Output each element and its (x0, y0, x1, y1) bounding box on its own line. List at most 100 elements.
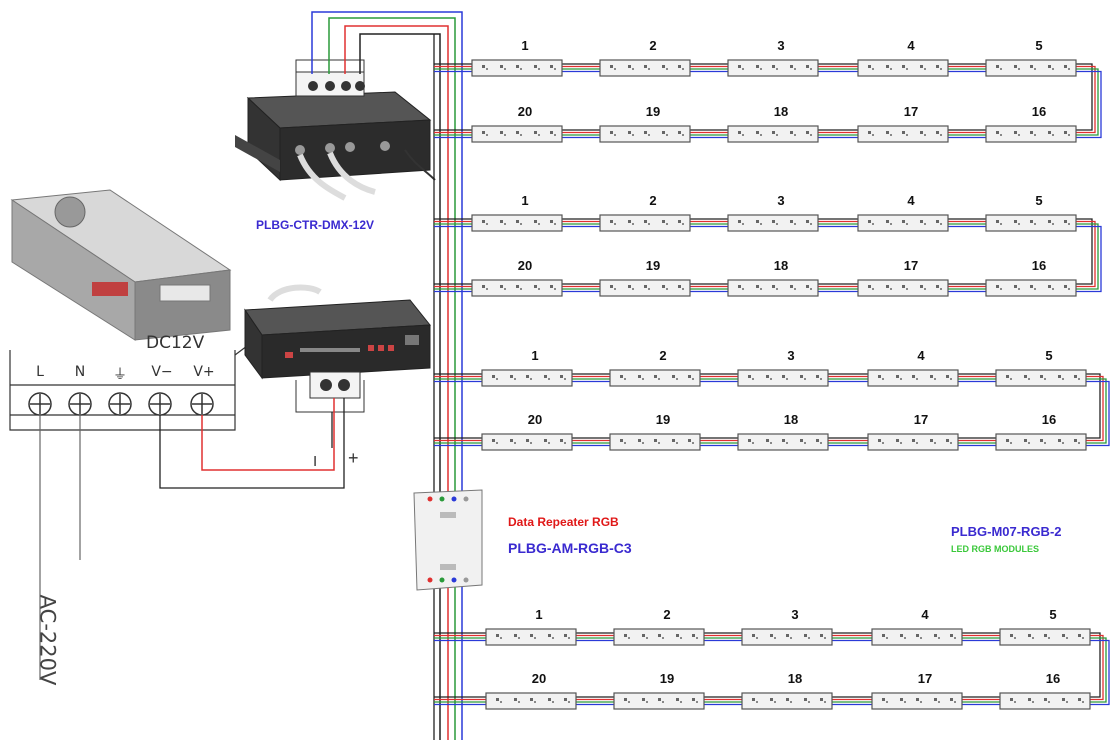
module-number-bottom: 16 (1041, 412, 1057, 427)
led-module-icon (999, 628, 1091, 646)
led-module-icon (867, 369, 959, 387)
led-module-icon (871, 692, 963, 710)
led-module-icon (471, 59, 563, 77)
module-number-bottom: 19 (659, 671, 675, 686)
module-number-top: 1 (535, 607, 543, 622)
led-module-icon (741, 628, 833, 646)
repeater-model-label: PLBG-AM-RGB-C3 (508, 540, 632, 556)
led-module-icon (471, 279, 563, 297)
led-module-icon (995, 369, 1087, 387)
module-model-label: PLBG-M07-RGB-2 (951, 524, 1062, 539)
module-number-top: 5 (1045, 348, 1053, 363)
led-module-icon (609, 433, 701, 451)
module-number-bottom: 17 (903, 258, 919, 273)
terminal-label-vplus: V+ (193, 364, 215, 380)
led-module-icon (613, 628, 705, 646)
led-module-icon (727, 279, 819, 297)
module-number-bottom: 19 (645, 258, 661, 273)
led-module-icon (867, 433, 959, 451)
module-number-bottom: 17 (913, 412, 929, 427)
repeater-title-label: Data Repeater RGB (508, 515, 619, 529)
led-module-icon (871, 628, 963, 646)
controller-dmx-label: PLBG-CTR-DMX-12V (256, 218, 375, 232)
data-repeater-icon (413, 489, 483, 591)
led-module-icon (985, 214, 1077, 232)
module-number-top: 1 (531, 348, 539, 363)
led-module-icon (985, 59, 1077, 77)
module-number-top: 4 (921, 607, 929, 622)
module-number-bottom: 20 (531, 671, 547, 686)
module-number-top: 1 (521, 38, 529, 53)
led-module-icon (481, 433, 573, 451)
module-number-top: 3 (787, 348, 795, 363)
led-module-icon (995, 433, 1087, 451)
led-module-icon (485, 692, 577, 710)
module-number-top: 5 (1049, 607, 1057, 622)
module-number-top: 4 (917, 348, 925, 363)
led-module-icon (485, 628, 577, 646)
led-module-icon (857, 279, 949, 297)
led-module-icon (613, 692, 705, 710)
led-module-icon (727, 125, 819, 143)
terminal-block-icon (295, 59, 365, 97)
sd-controller-icon (244, 284, 431, 380)
module-number-bottom: 18 (773, 104, 789, 119)
module-number-top: 3 (777, 193, 785, 208)
led-module-icon (985, 125, 1077, 143)
led-module-icon (857, 59, 949, 77)
led-module-icon (599, 279, 691, 297)
module-groups (434, 59, 1110, 710)
led-module-icon (471, 214, 563, 232)
terminal-label-vminus: V− (151, 364, 173, 380)
module-number-bottom: 20 (527, 412, 543, 427)
led-module-icon (599, 125, 691, 143)
dmx-controller-icon (235, 91, 436, 201)
module-number-top: 4 (907, 193, 915, 208)
module-number-top: 2 (663, 607, 671, 622)
led-module-icon (999, 692, 1091, 710)
module-number-top: 3 (777, 38, 785, 53)
led-module-icon (985, 279, 1077, 297)
led-module-icon (599, 59, 691, 77)
led-module-icon (471, 125, 563, 143)
module-number-bottom: 19 (645, 104, 661, 119)
minus-sign-label: I (313, 453, 318, 470)
psu-terminal-strip (9, 339, 256, 680)
led-module-icon (481, 369, 573, 387)
led-module-icon (609, 369, 701, 387)
module-number-top: 1 (521, 193, 529, 208)
terminal-label-ground: ⏚ (113, 367, 127, 383)
led-module-icon (599, 214, 691, 232)
module-number-bottom: 16 (1045, 671, 1061, 686)
plus-sign-label: + (348, 448, 359, 468)
power-supply-icon (10, 189, 232, 341)
terminal-label-n: N (74, 364, 86, 380)
module-number-bottom: 20 (517, 104, 533, 119)
led-module-icon (727, 214, 819, 232)
module-number-top: 5 (1035, 193, 1043, 208)
module-number-top: 4 (907, 38, 915, 53)
module-number-top: 2 (649, 38, 657, 53)
module-number-bottom: 19 (655, 412, 671, 427)
module-number-bottom: 18 (783, 412, 799, 427)
psu-output-label: DC12V (146, 333, 205, 353)
led-module-icon (727, 59, 819, 77)
terminal-label-l: L (36, 364, 44, 380)
module-number-top: 5 (1035, 38, 1043, 53)
led-module-icon (741, 692, 833, 710)
module-number-bottom: 17 (903, 104, 919, 119)
module-number-top: 3 (791, 607, 799, 622)
module-number-bottom: 20 (517, 258, 533, 273)
module-number-bottom: 17 (917, 671, 933, 686)
led-module-icon (857, 214, 949, 232)
module-number-bottom: 18 (787, 671, 803, 686)
module-number-top: 2 (659, 348, 667, 363)
module-number-top: 2 (649, 193, 657, 208)
module-desc-label: LED RGB MODULES (951, 544, 1040, 554)
ac-input-label: AC-220V (35, 594, 60, 686)
module-number-bottom: 16 (1031, 104, 1047, 119)
module-number-bottom: 18 (773, 258, 789, 273)
sd-terminal-block (295, 371, 365, 413)
